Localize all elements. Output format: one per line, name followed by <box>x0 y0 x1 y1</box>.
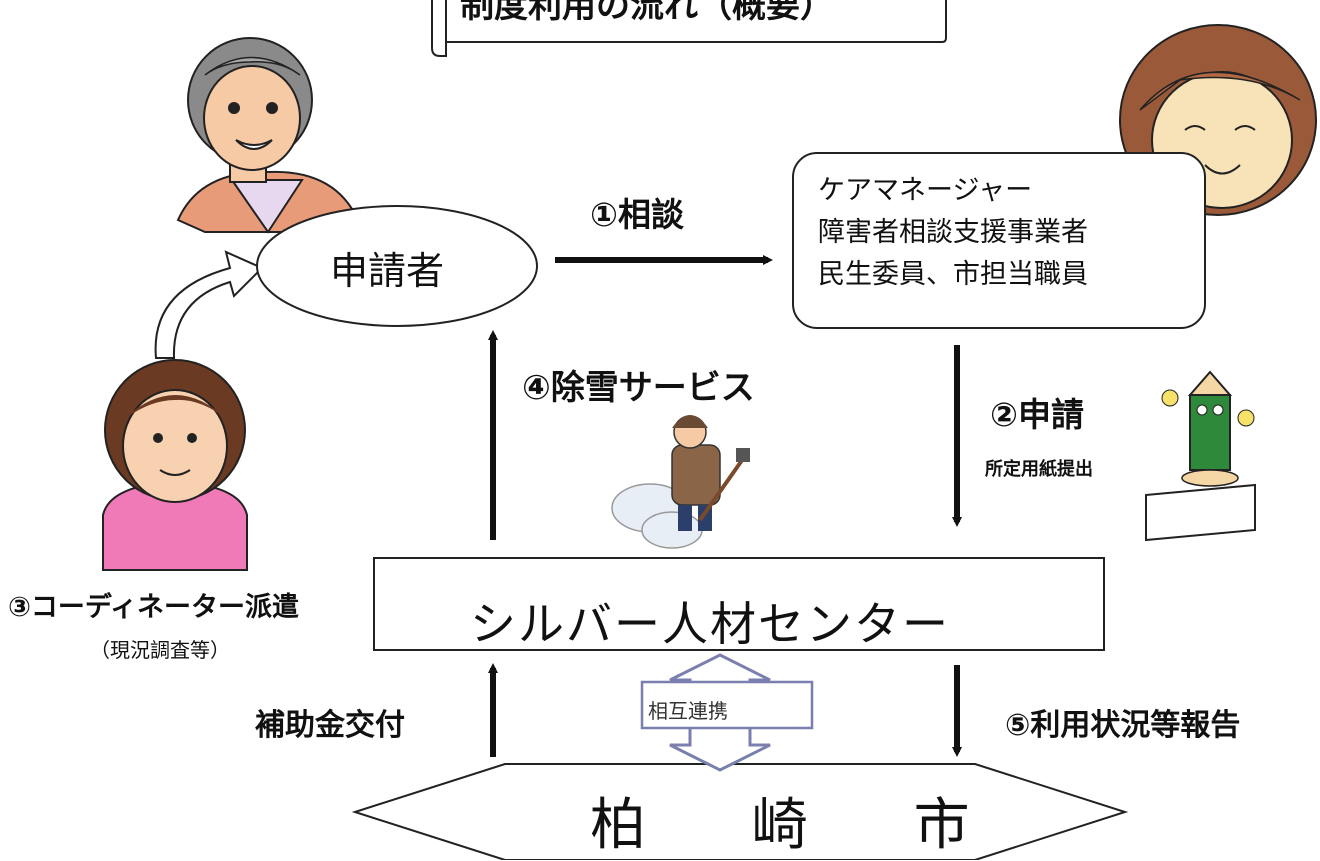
step-report-label: ⑤利用状況等報告 <box>1005 708 1241 743</box>
curved-arrow-icon <box>154 250 264 359</box>
mutual-label: 相互連携 <box>648 699 728 723</box>
care-manager-line: 障害者相談支援事業者 <box>818 217 1088 248</box>
snow-shoveling-illustration <box>611 415 750 549</box>
silver-center-node <box>373 557 1105 651</box>
city-label: 柏 崎 市 <box>590 793 1014 858</box>
step-dispatch-label: ③コーディネーター派遣 <box>8 592 299 623</box>
subsidy-label: 補助金交付 <box>255 708 405 743</box>
care-manager-line: ケアマネージャー <box>818 175 1033 206</box>
title-banner <box>431 0 947 57</box>
pencil-mascot-illustration <box>1145 370 1256 542</box>
diagram-title: 制度利用の流れ（概要） <box>460 0 834 26</box>
applicant-node <box>256 205 538 327</box>
city-node <box>351 763 1129 860</box>
care-manager-node <box>792 152 1206 329</box>
step-snow-label: ④除雪サービス <box>522 368 755 408</box>
care-manager-line: 民生委員、市担当職員 <box>818 259 1088 290</box>
applicant-label: 申請者 <box>330 249 445 293</box>
step-dispatch-sub-label: （現況調査等） <box>90 638 230 662</box>
step-apply-sub-label: 所定用紙提出 <box>985 459 1093 480</box>
silver-center-label: シルバー人材センター <box>470 597 950 651</box>
care-manager-text: ケアマネージャー 障害者相談支援事業者 民生委員、市担当職員 <box>818 170 1088 296</box>
mutual-label-box <box>640 680 814 730</box>
elderly-woman-illustration <box>176 37 360 234</box>
step-consult-label: ①相談 <box>590 195 684 234</box>
coordinator-illustration <box>102 359 248 571</box>
step-apply-label: ②申請 <box>990 395 1084 434</box>
